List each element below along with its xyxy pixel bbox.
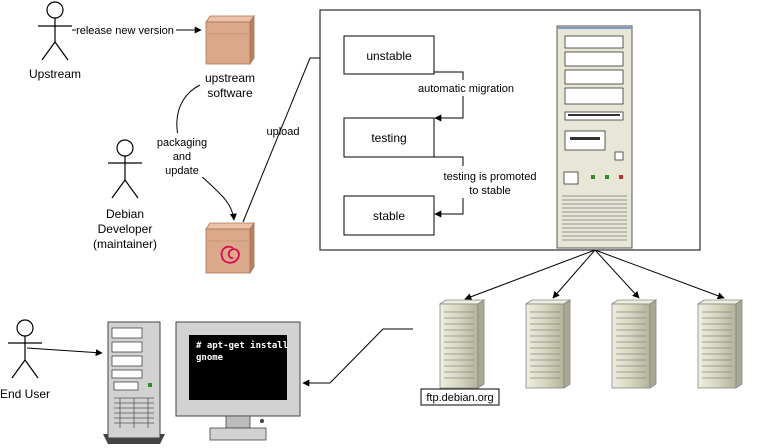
ftp-label: ftp.debian.org [426,392,493,404]
mirror-server-4-icon [696,299,744,389]
user-computer-tower-icon [103,321,165,444]
migration-label: automatic migration [418,83,514,95]
terminal-line-2: gnome [196,353,224,363]
end-user-arrow [26,347,103,357]
debian-swirl-icon [220,245,240,264]
mirror-server-2-icon [524,299,572,389]
user-monitor-icon [175,321,301,441]
packaging-label-1: packaging [157,137,207,149]
promotion-label-2: to stable [469,185,511,197]
unstable-box [343,35,435,75]
testing-box [343,117,435,158]
mirror-server-1-icon [438,299,486,389]
ftp-label-box [420,388,500,406]
developer-label-2: Developer [98,222,153,236]
end-user-actor-icon [8,319,42,379]
mirror-server-3-icon [610,299,658,389]
packaging-label-2: and [173,151,191,163]
release-label: release new version [76,25,174,37]
debian-package-icon [205,221,255,275]
download-arrow [302,328,413,387]
upstream-software-label-1: upstream [205,71,255,85]
terminal-line-1: # apt-get install [196,340,288,351]
developer-actor-icon [108,139,142,199]
promotion-label-1: testing is promoted [444,171,537,183]
stable-box [343,195,435,236]
developer-label-3: (maintainer) [93,237,157,251]
upstream-software-label-2: software [207,86,253,100]
archive-server-icon [556,25,633,249]
end-user-label: End User [0,387,50,401]
stable-label: stable [373,209,405,223]
upstream-actor-icon [38,1,72,61]
upstream-label: Upstream [29,67,81,81]
packaging-label-3: update [165,165,199,177]
unstable-label: unstable [366,49,412,63]
upstream-package-icon [205,14,255,66]
testing-label: testing [371,131,406,145]
upload-label: upload [266,126,299,138]
mirror-sync-arrows [464,249,725,301]
developer-label-1: Debian [106,207,144,221]
